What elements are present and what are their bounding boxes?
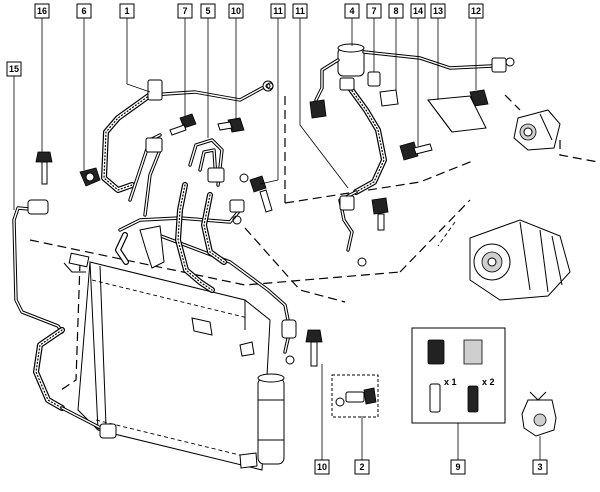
bolt-14: [399, 141, 433, 161]
callout-2: 2: [354, 459, 370, 475]
clip-8: [379, 89, 399, 107]
svg-text:10: 10: [317, 462, 327, 472]
bolt-16: [35, 151, 53, 185]
pipe-15-condenser-line: [12, 199, 117, 439]
svg-text:13: 13: [433, 6, 443, 16]
svg-text:14: 14: [413, 6, 423, 16]
engine-bay-outline: [29, 94, 599, 393]
callout-7-right: 7: [366, 3, 382, 19]
svg-text:9: 9: [455, 462, 460, 472]
fitting-6: [79, 167, 101, 187]
svg-text:7: 7: [182, 6, 187, 16]
leader-lines: [13, 14, 541, 460]
callout-1: 1: [119, 3, 135, 19]
callout-7-centre: 7: [177, 3, 193, 19]
svg-text:4: 4: [349, 6, 354, 16]
dehydrator-canister: [257, 373, 285, 465]
condenser: [63, 252, 271, 471]
hose-1-suction: [101, 79, 274, 193]
fitting-7-right: [367, 71, 381, 87]
bolt-11: [249, 175, 273, 213]
callout-11-left: 11: [270, 3, 286, 19]
callout-12: 12: [468, 3, 484, 19]
svg-text:1: 1: [124, 6, 129, 16]
svg-text:10: 10: [231, 6, 241, 16]
callout-10-bottom: 10: [314, 459, 330, 475]
svg-text:8: 8: [393, 6, 398, 16]
bolt-centre-right: [371, 197, 389, 231]
svg-text:12: 12: [471, 6, 481, 16]
compressor-bottom: [469, 219, 571, 301]
callout-14: 14: [410, 3, 426, 19]
svg-text:3: 3: [537, 462, 542, 472]
callout-11-right: 11: [292, 3, 308, 19]
callout-4: 4: [344, 3, 360, 19]
svg-text:5: 5: [205, 6, 210, 16]
callout-3: 3: [532, 459, 548, 475]
svg-text:2: 2: [359, 462, 364, 472]
hose-11-discharge: [338, 77, 387, 267]
compressor-top: [513, 109, 561, 151]
svg-text:11: 11: [273, 6, 283, 16]
pipe-bundle-centre: [115, 82, 297, 365]
bolt-10-lower: [305, 329, 323, 367]
callout-9: 9: [450, 459, 466, 475]
svg-text:11: 11: [295, 6, 305, 16]
bolt-7-centre: [169, 113, 197, 136]
valve-2: [331, 374, 379, 418]
kit-adapter-quantity: x 2: [482, 377, 495, 387]
bolt-10-top: [217, 117, 245, 133]
callout-5: 5: [200, 3, 216, 19]
receiver-drier-4: [309, 43, 515, 119]
svg-text:15: 15: [9, 64, 19, 74]
callout-10-top: 10: [228, 3, 244, 19]
heat-shield-13: [427, 95, 487, 133]
callout-15: 15: [6, 61, 22, 77]
svg-text:6: 6: [81, 6, 86, 16]
refrigerant-bag-3: [521, 391, 557, 437]
callout-16: 16: [34, 3, 50, 19]
kit-valve-quantity: x 1: [444, 377, 457, 387]
kit-9-box: x 1 x 2: [411, 327, 506, 424]
callout-13: 13: [430, 3, 446, 19]
svg-text:16: 16: [37, 6, 47, 16]
svg-text:7: 7: [371, 6, 376, 16]
callout-8: 8: [388, 3, 404, 19]
callout-6: 6: [76, 3, 92, 19]
